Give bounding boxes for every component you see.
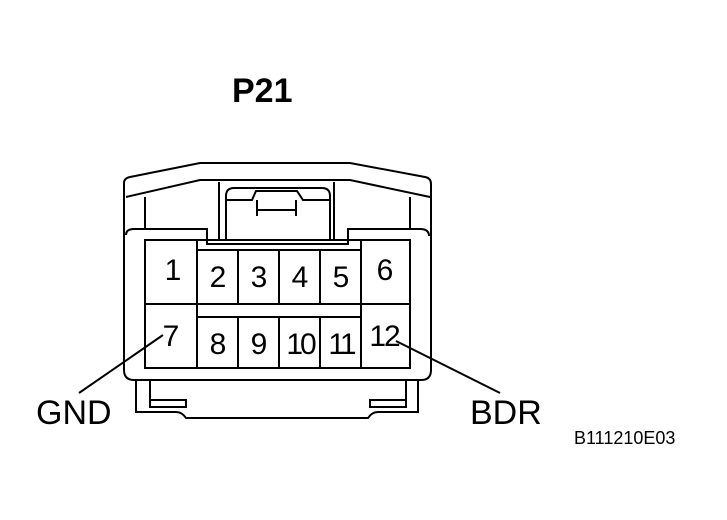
pin-11: 11 <box>328 328 356 361</box>
figure-code: B111210E03 <box>574 428 676 448</box>
pin-9: 9 <box>250 328 268 361</box>
pin-2: 2 <box>209 261 227 294</box>
pin-6: 6 <box>376 254 394 287</box>
pin-3: 3 <box>250 261 268 294</box>
pin-5: 5 <box>332 261 350 294</box>
pin-7: 7 <box>162 320 180 353</box>
pin-1: 1 <box>164 254 182 287</box>
pin-4: 4 <box>291 261 309 294</box>
gnd-label: GND <box>36 394 112 432</box>
connector-title: P21 <box>232 72 293 110</box>
bdr-label: BDR <box>470 394 542 432</box>
pin-12: 12 <box>369 320 400 353</box>
pin-8: 8 <box>209 328 227 361</box>
pin-10: 10 <box>286 328 316 361</box>
